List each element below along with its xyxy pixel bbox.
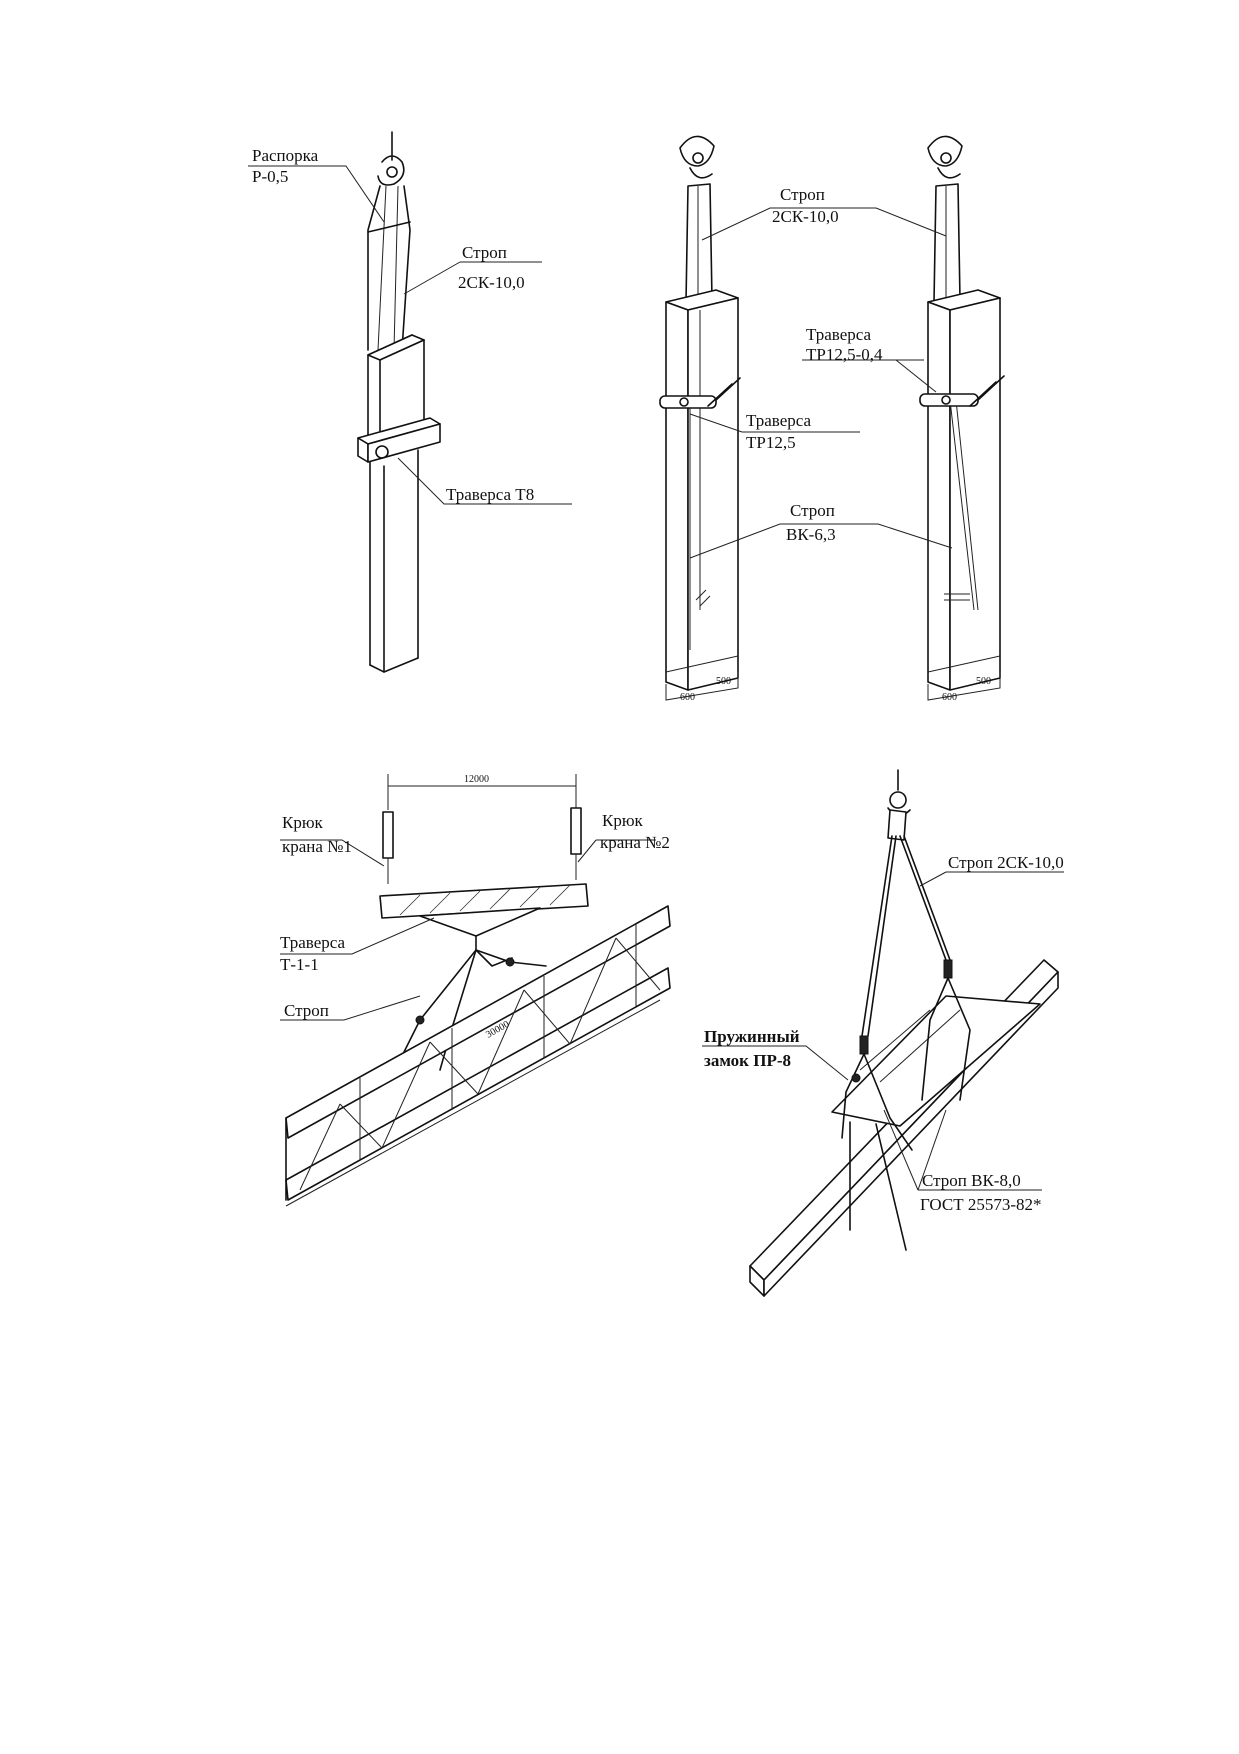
traverse-right-label: Траверса [806,325,872,344]
column-head-block [367,334,425,451]
sling-label: Строп [284,1001,329,1020]
dimension-left: 600 500 [665,672,739,703]
sling-2sk-10-0 [859,809,953,1055]
dim-left-depth: 500 [716,676,731,687]
hook2-label: Крюк [602,811,644,830]
figure-t-frame-lift: Строп 2СК-10,0 Пружинный замок ПР-8 Стро… [702,769,1064,1297]
steel-truss: 30000 [285,905,671,1207]
lock-code: замок ПР-8 [704,1051,791,1070]
figure-truss-two-cranes: 12000 [280,774,671,1207]
crane-hook-1-icon [382,811,394,884]
traverse-left-label: Траверса [746,411,812,430]
right-column [927,289,1001,691]
hook1-label: Крюк [282,813,324,832]
traverse-tr12-5-0-4 [919,375,1005,407]
spacer-code: Р-0,5 [252,167,288,186]
span-dim-text: 12000 [464,774,489,785]
traverse-left-code: ТР12,5 [746,433,796,452]
column-shaft [369,449,419,673]
span-dimension: 12000 [387,774,577,810]
sling-code: 2СК-10,0 [772,207,839,226]
figure-columns-traverse-tr: 600 500 600 500 Строп 2СК-10,0 Траверса … [659,135,1005,703]
traverse-t-1-1 [379,883,589,951]
traverse-t8 [357,417,441,463]
lock-label: Пружинный [704,1027,800,1046]
crane-hook-2-icon [570,807,582,880]
crane-hook-icon [927,135,963,179]
figure-column-traverse-t8: Распорка Р-0,5 Строп 2СК-10,0 Траверса Т… [248,131,572,673]
crane-hook-icon [679,135,715,179]
sling-bottom-label: Строп ВК-8,0 [922,1171,1021,1190]
traverse-right-code: ТР12,5-0,4 [806,345,883,364]
sling-top-label: Строп 2СК-10,0 [948,853,1064,872]
crane-hook-icon [887,769,911,817]
dimension-right: 600 500 [927,672,1001,703]
hook2-sub: крана №2 [600,833,670,852]
dim-left-width: 600 [680,692,695,703]
left-column [665,289,739,691]
hook1-sub: крана №1 [282,837,352,856]
traverse-label: Траверса Т8 [446,485,534,504]
dim-right-width: 600 [942,692,957,703]
crane-hook-icon [377,131,405,186]
sling-straps [367,185,411,351]
spacer-label: Распорка [252,146,319,165]
t-frame-structure [749,959,1059,1297]
sling2-label: Строп [790,501,835,520]
sling-code: 2СК-10,0 [458,273,525,292]
traverse-label: Траверса [280,933,346,952]
traverse-tr12-5 [659,377,741,409]
standard-label: ГОСТ 25573-82* [920,1195,1042,1214]
sling-vk-8-0 [841,977,971,1151]
sling-label: Строп [462,243,507,262]
sling2-code: ВК-6,3 [786,525,836,544]
sling-label: Строп [780,185,825,204]
traverse-code: Т-1-1 [280,955,319,974]
dim-right-depth: 500 [976,676,991,687]
